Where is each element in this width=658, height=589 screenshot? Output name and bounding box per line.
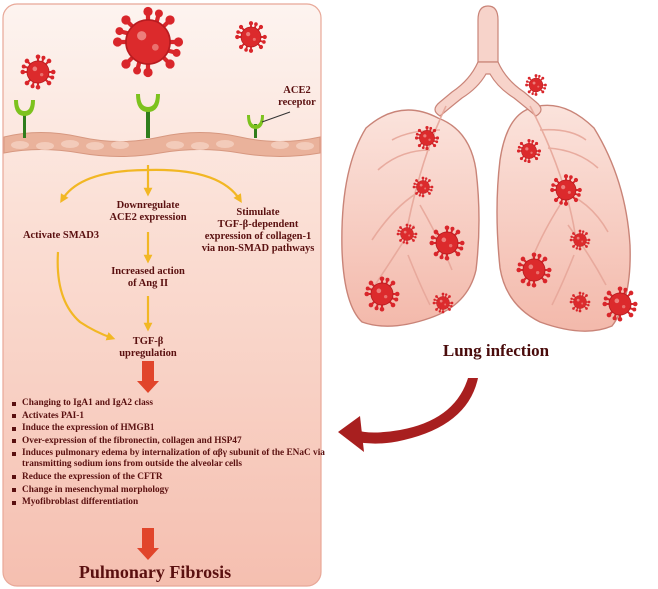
- lung-infection-caption: Lung infection: [442, 341, 550, 360]
- list-item: Changing to IgA1 and IgA2 class: [10, 398, 328, 409]
- ace2-receptor-left: [14, 100, 35, 138]
- virus-icon: [363, 275, 401, 313]
- list-item: Induces pulmonary edema by internalizati…: [10, 448, 328, 470]
- virus-icon: [569, 229, 591, 251]
- virus-icon: [412, 176, 434, 198]
- label-activate-smad3: Activate SMAD3: [22, 230, 100, 241]
- arrow-to-tgf-from-smad3: [56, 251, 116, 341]
- virus-icon: [549, 173, 583, 207]
- virus-icon: [414, 125, 440, 151]
- effects-list: Changing to IgA1 and IgA2 class Activate…: [10, 398, 328, 510]
- outcome-title: Pulmonary Fibrosis: [78, 562, 232, 582]
- curved-arrow-icon: [338, 378, 478, 452]
- list-item: Change in mesenchymal morphology: [10, 485, 328, 496]
- arrow-to-stimulate: [147, 168, 242, 203]
- list-item: Reduce the expression of the CFTR: [10, 472, 328, 483]
- list-item: Over-expression of the fibronectin, coll…: [10, 436, 328, 447]
- virus-icon: [516, 138, 542, 164]
- virus-icon: [515, 251, 553, 289]
- down-arrow-icon: [137, 361, 159, 393]
- virus-icon: [569, 291, 591, 313]
- list-item: Myofibroblast differentiation: [10, 497, 328, 508]
- virus-icon: [234, 20, 268, 54]
- ace2-receptor-right: [247, 115, 264, 138]
- list-item: Activates PAI-1: [10, 411, 328, 422]
- list-item: Induce the expression of HMGB1: [10, 423, 328, 434]
- lungs-illustration: [341, 5, 631, 332]
- virus-icon: [113, 7, 183, 77]
- ace2-receptor-center: [136, 94, 160, 138]
- cell-membrane: [3, 132, 321, 157]
- virus-icon: [432, 292, 454, 314]
- down-arrow-icon: [137, 528, 159, 560]
- virus-icon: [19, 53, 57, 91]
- virus-icon: [396, 223, 418, 245]
- virus-icon: [524, 73, 548, 97]
- arrow-to-smad3: [60, 168, 149, 204]
- virus-icon: [601, 285, 639, 323]
- virus-icon: [428, 224, 466, 262]
